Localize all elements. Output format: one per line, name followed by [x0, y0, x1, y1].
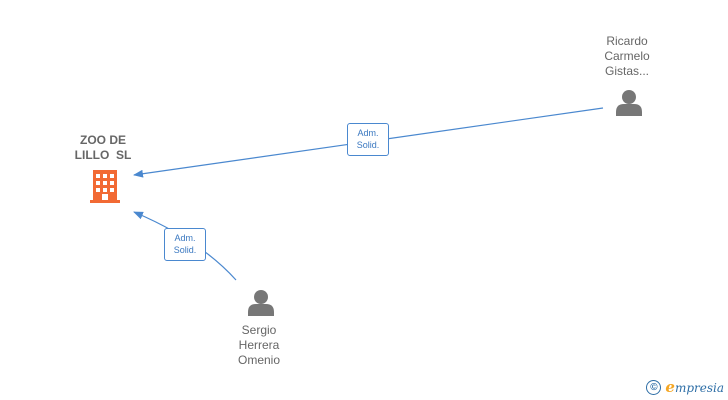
brand-logo-text: mpresia [674, 381, 724, 395]
edge-label-ricardo: Adm. Solid. [347, 123, 389, 156]
person-icon[interactable] [248, 290, 274, 316]
copyright-icon: © [646, 379, 662, 395]
person-name-ricardo[interactable]: Ricardo Carmelo Gistas... [582, 34, 672, 79]
edge-label-line1: Adm. [174, 233, 196, 243]
company-name[interactable]: ZOO DE LILLO SL [62, 133, 144, 163]
person-name-line: Gistas... [604, 64, 649, 78]
building-icon[interactable] [90, 170, 120, 203]
edge-label-line2: Solid. [173, 245, 197, 255]
edge-label-sergio: Adm. Solid. [164, 228, 206, 261]
person-name-line: Sergio [241, 323, 277, 337]
person-name-sergio[interactable]: Sergio Herrera Omenio [214, 323, 304, 368]
company-name-line2: LILLO SL [74, 148, 132, 162]
empresia-watermark: © empresia [646, 378, 724, 396]
brand-logo-e: e [665, 378, 675, 396]
person-name-line: Omenio [237, 353, 281, 367]
company-name-line1: ZOO DE [79, 133, 126, 147]
person-name-line: Carmelo [604, 49, 650, 63]
person-name-line: Herrera [238, 338, 280, 352]
person-icon[interactable] [616, 90, 642, 116]
person-name-line: Ricardo [606, 34, 648, 48]
edge-label-line1: Adm. [357, 128, 379, 138]
edge-label-line2: Solid. [356, 140, 380, 150]
brand-logo: empresia [665, 378, 724, 396]
